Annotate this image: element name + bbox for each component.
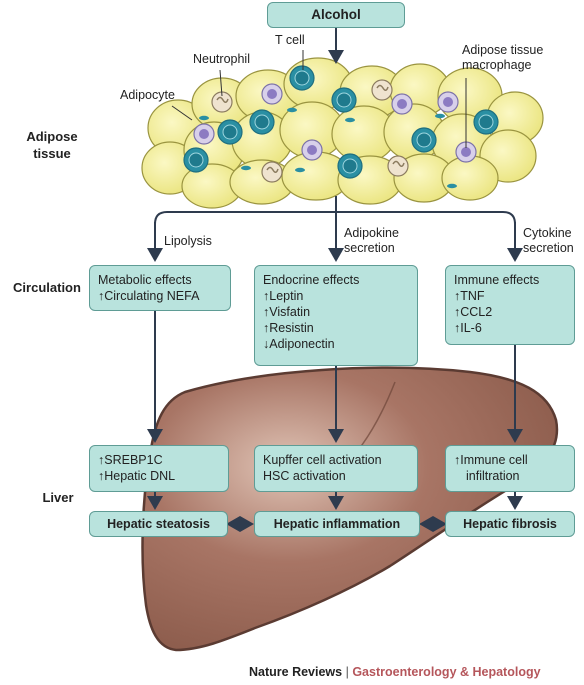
label-cytokine-line2: secretion [523,241,574,255]
immune-item-ccl2: ↑CCL2 [454,305,493,319]
t-cell-nucleus [294,70,310,86]
row-label-adipose: Adipose tissue [12,128,92,162]
t-cell-nucleus [254,114,270,130]
label-adipokine-line1: Adipokine [344,226,399,240]
capillary-mark [199,115,209,121]
t-cell-nucleus [342,158,358,174]
t-cell-nucleus [336,92,352,108]
liver-middle-item-hsc: HSC activation [263,469,346,483]
outcome-inflammation: Hepatic inflammation [273,517,401,531]
label-adipokine-secretion: Adipokine secretion [344,226,399,256]
label-cytokine-line1: Cytokine [523,226,572,240]
capillary-mark [345,117,355,123]
macrophage-nucleus [199,129,209,139]
row-label-circulation: Circulation [13,280,81,295]
immune-item-il6: ↑IL-6 [454,321,482,335]
adipose-tissue [141,57,544,209]
hepatic-inflammation-box: Hepatic inflammation [254,511,420,537]
footer-journal: Gastroenterology & Hepatology [352,665,541,679]
neutrophil-cell [371,79,393,101]
neutrophil-nucleus [392,160,405,167]
capillary-mark [435,113,445,119]
adipocyte-cell [441,155,499,201]
macrophage-nucleus [461,147,471,157]
label-t-cell: T cell [275,33,305,47]
endocrine-effects-box: Endocrine effects ↑Leptin ↑Visfatin ↑Res… [254,265,418,366]
outcome-steatosis: Hepatic steatosis [107,517,210,531]
label-neutrophil: Neutrophil [193,52,250,66]
liver-left-item-dnl: ↑Hepatic DNL [98,469,176,483]
hepatic-fibrosis-box: Hepatic fibrosis [445,511,575,537]
liver-shape [141,366,559,652]
pointer-neutrophil [219,69,223,97]
metabolic-title: Metabolic effects [98,273,192,287]
row-label-liver: Liver [42,490,74,505]
endocrine-item-visfatin: ↑Visfatin [263,305,311,319]
neutrophil-nucleus [376,84,389,91]
metabolic-effects-box: Metabolic effects ↑Circulating NEFA [89,265,231,311]
t-cell-nucleus [222,124,238,140]
footer-separator: | [345,665,349,679]
capillary-mark [287,107,297,113]
lipogenesis-box: ↑SREBP1C ↑Hepatic DNL [89,445,229,492]
immune-effects-box: Immune effects ↑TNF ↑CCL2 ↑IL-6 [445,265,575,345]
immune-infiltration-box: ↑Immune cell infiltration [445,445,575,492]
row-label-adipose-line2: tissue [33,146,71,161]
outcome-fibrosis: Hepatic fibrosis [463,517,557,531]
immune-title: Immune effects [454,273,540,287]
metabolic-item-nefa: ↑Circulating NEFA [98,289,200,303]
liver-right-item-immune-cell: ↑Immune cell [454,453,528,467]
label-macrophage: Adipose tissue macrophage [462,43,543,73]
t-cell-nucleus [188,152,204,168]
label-adipokine-line2: secretion [344,241,395,255]
capillary-mark [241,165,251,171]
endocrine-item-leptin: ↑Leptin [263,289,304,303]
label-macrophage-line1: Adipose tissue [462,43,544,57]
footer-brand: Nature Reviews [249,665,343,679]
kupffer-hsc-box: Kupffer cell activation HSC activation [254,445,418,492]
liver-right-item-infiltration: infiltration [466,469,520,483]
label-adipocyte: Adipocyte [120,88,175,102]
macrophage-nucleus [267,89,277,99]
endocrine-title: Endocrine effects [263,273,360,287]
capillary-mark [295,167,305,173]
immune-item-tnf: ↑TNF [454,289,485,303]
liver-left-item-srebp1c: ↑SREBP1C [98,453,163,467]
capillary-mark [447,183,457,189]
pointer-adipocyte [171,105,193,121]
hepatic-steatosis-box: Hepatic steatosis [89,511,228,537]
neutrophil-nucleus [216,96,229,103]
t-cell-nucleus [478,114,494,130]
neutrophil-cell [387,155,409,177]
alcohol-box: Alcohol [267,2,405,28]
neutrophil-nucleus [266,166,279,173]
label-cytokine-secretion: Cytokine secretion [523,226,574,256]
label-macrophage-line2: macrophage [462,58,532,72]
liver-middle-item-kupffer: Kupffer cell activation [263,453,382,467]
label-lipolysis: Lipolysis [164,234,212,248]
row-label-adipose-line1: Adipose [26,129,78,144]
macrophage-nucleus [443,97,453,107]
alcohol-label: Alcohol [311,7,361,22]
endocrine-item-adiponectin: ↓Adiponectin [263,337,335,351]
endocrine-item-resistin: ↑Resistin [263,321,314,335]
neutrophil-cell [261,161,283,183]
macrophage-nucleus [397,99,407,109]
t-cell-nucleus [416,132,432,148]
footer-credit: Nature Reviews | Gastroenterology & Hepa… [249,665,541,679]
macrophage-nucleus [307,145,317,155]
